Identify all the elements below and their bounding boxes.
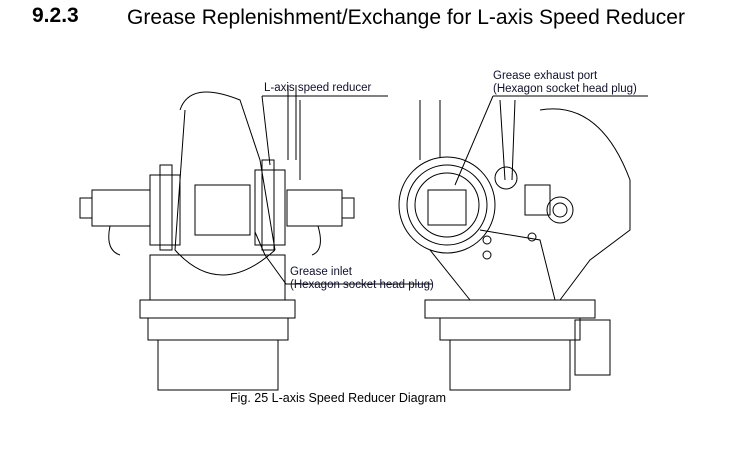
- leader-lines: [254, 95, 648, 285]
- section-title: Grease Replenishment/Exchange for L-axis…: [127, 6, 685, 29]
- label-l-axis-speed-reducer: L-axis speed reducer: [264, 82, 372, 94]
- robot-side-view: [398, 99, 631, 391]
- figure-caption: Fig. 25 L-axis Speed Reducer Diagram: [230, 391, 447, 405]
- label-grease-exhaust-port: Grease exhaust port: [493, 70, 598, 82]
- label-inlet-plug: (Hexagon socket head plug): [290, 279, 434, 291]
- label-grease-inlet: Grease inlet: [290, 266, 353, 278]
- robot-front-view: [79, 85, 355, 391]
- label-exhaust-plug: (Hexagon socket head plug): [493, 83, 637, 95]
- section-number: 9.2.3: [32, 4, 79, 27]
